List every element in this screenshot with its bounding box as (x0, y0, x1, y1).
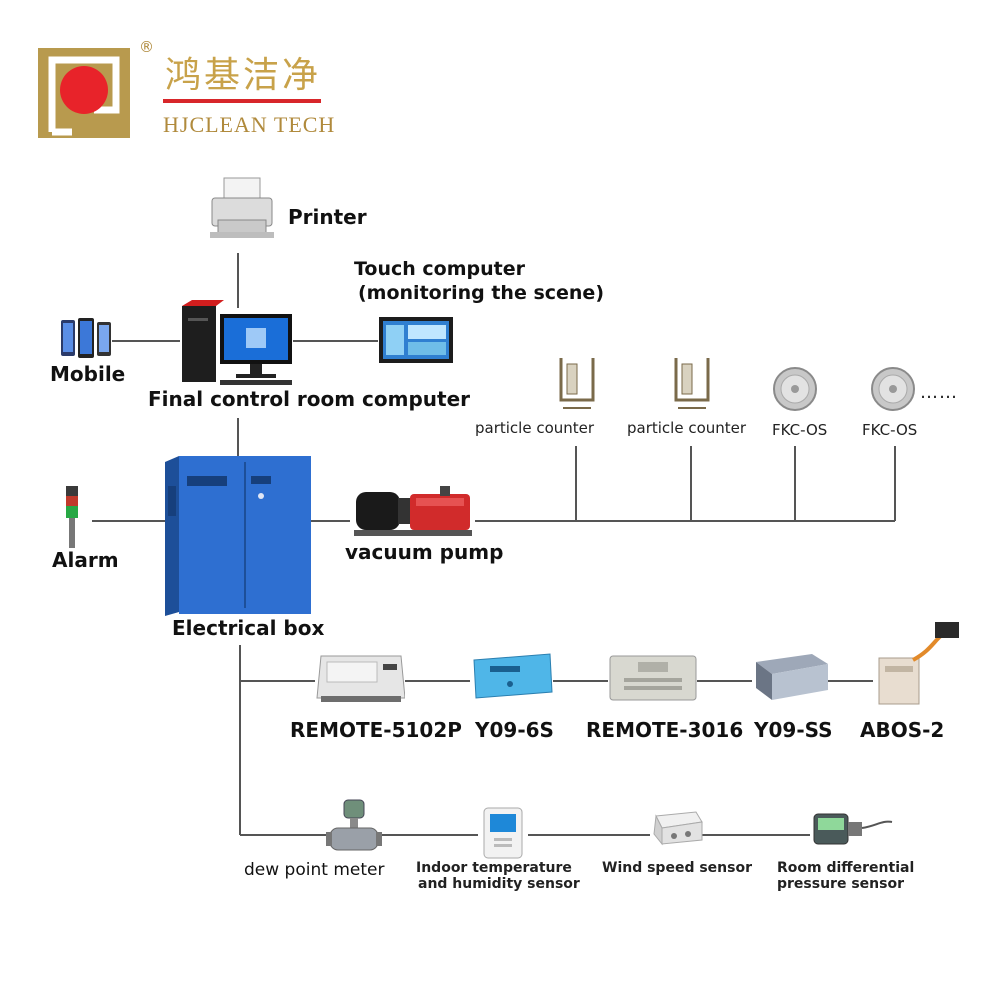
fkc-os-label: FKC-OS (772, 421, 828, 439)
remote-5102p-icon (316, 655, 405, 702)
final-computer-label: Final control room computer (148, 387, 471, 411)
vacuum-pump-label: vacuum pump (345, 540, 504, 564)
particle-counter-label: particle counter (475, 419, 595, 437)
particle-counter-icon (674, 358, 710, 409)
fkc-os-label-2: FKC-OS (862, 421, 918, 439)
touch-computer-sublabel: (monitoring the scene) (358, 282, 604, 304)
remote-5102p-label: REMOTE-5102P (290, 718, 462, 742)
remote-3016-label: REMOTE-3016 (586, 718, 744, 742)
logo-mark-icon (38, 48, 130, 138)
vacuum-pump-icon (354, 486, 472, 536)
brand-name-chinese: 鸿基洁净 (165, 55, 322, 96)
electrical-box-icon (165, 456, 311, 616)
remote-3016-icon (609, 655, 697, 701)
particle-counter-icon (559, 358, 595, 409)
y09-6s-label: Y09-6S (475, 718, 554, 742)
pressure-sensor-sublabel: pressure sensor (777, 876, 904, 892)
electrical-box-label: Electrical box (172, 616, 325, 640)
y09-ss-icon (756, 654, 828, 700)
alarm-light-icon (66, 486, 78, 548)
indoor-sensor-label: Indoor temperature (416, 860, 572, 876)
pressure-sensor-label: Room differential (777, 860, 915, 876)
touch-computer-label: Touch computer (354, 258, 525, 280)
particle-counter-label-2: particle counter (627, 419, 747, 437)
fkc-os-sensor-icon (871, 367, 915, 411)
registered-mark: ® (139, 38, 154, 56)
y09-ss-label: Y09-SS (754, 718, 833, 742)
abos-2-label: ABOS-2 (860, 718, 945, 742)
brand-name-english: HJCLEAN TECH (163, 112, 336, 137)
touch-computer-icon (379, 317, 453, 363)
brand-logo (38, 48, 130, 138)
printer-icon (210, 177, 274, 238)
desktop-computer-icon (182, 300, 292, 385)
brand-divider (163, 99, 321, 103)
abos-2-icon (878, 622, 959, 705)
temp-humidity-sensor-icon (483, 807, 523, 859)
indoor-sensor-sublabel: and humidity sensor (418, 876, 580, 892)
pressure-sensor-icon (813, 813, 893, 845)
wind-speed-sensor-icon (653, 811, 703, 846)
mobile-devices-icon (61, 318, 111, 358)
mobile-label: Mobile (50, 362, 126, 386)
fkc-os-sensor-icon (773, 367, 817, 411)
more-ellipsis: …… (920, 382, 958, 403)
dew-point-label: dew point meter (244, 860, 385, 880)
dew-point-meter-icon (326, 799, 382, 851)
y09-6s-icon (473, 653, 553, 699)
alarm-label: Alarm (52, 548, 119, 572)
printer-label: Printer (288, 205, 367, 229)
wind-speed-label: Wind speed sensor (602, 860, 752, 876)
